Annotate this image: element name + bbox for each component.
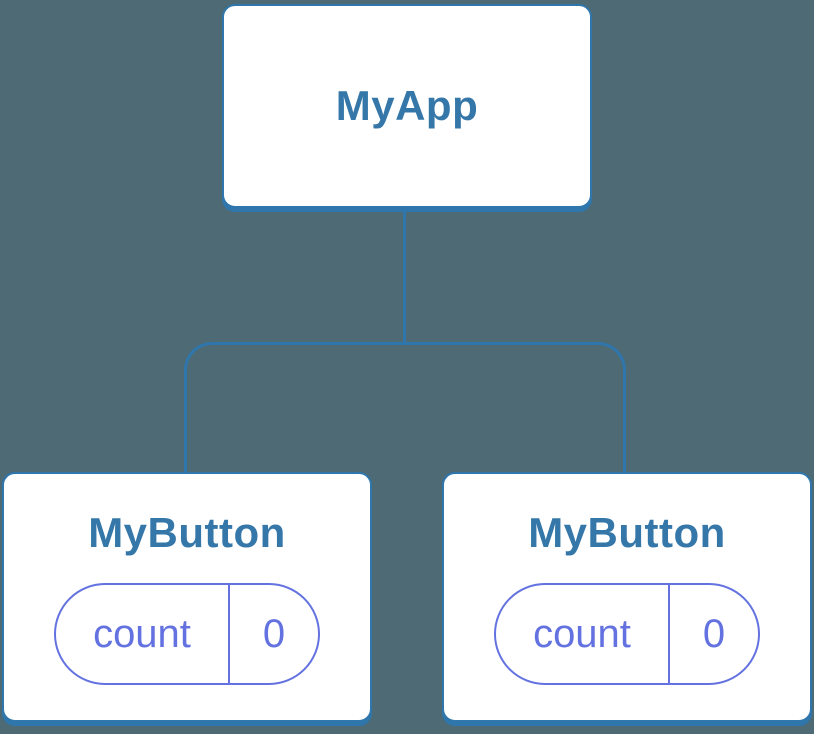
state-pill-1: count 0	[54, 583, 320, 685]
state-name-1: count	[56, 585, 230, 683]
connector-branch	[184, 342, 626, 472]
component-label-mybutton-2: MyButton	[528, 509, 726, 556]
component-node-mybutton-2: MyButton count 0	[442, 472, 812, 722]
state-pill-2: count 0	[494, 583, 760, 685]
state-name-2: count	[496, 585, 670, 683]
component-node-myapp: MyApp	[222, 4, 592, 208]
connector-root-stem	[403, 210, 406, 344]
state-value-2: 0	[702, 611, 726, 656]
component-label-myapp: MyApp	[335, 82, 479, 129]
state-value-1: 0	[262, 611, 286, 656]
component-node-mybutton-1: MyButton count 0	[2, 472, 372, 722]
component-label-mybutton-1: MyButton	[88, 509, 286, 556]
